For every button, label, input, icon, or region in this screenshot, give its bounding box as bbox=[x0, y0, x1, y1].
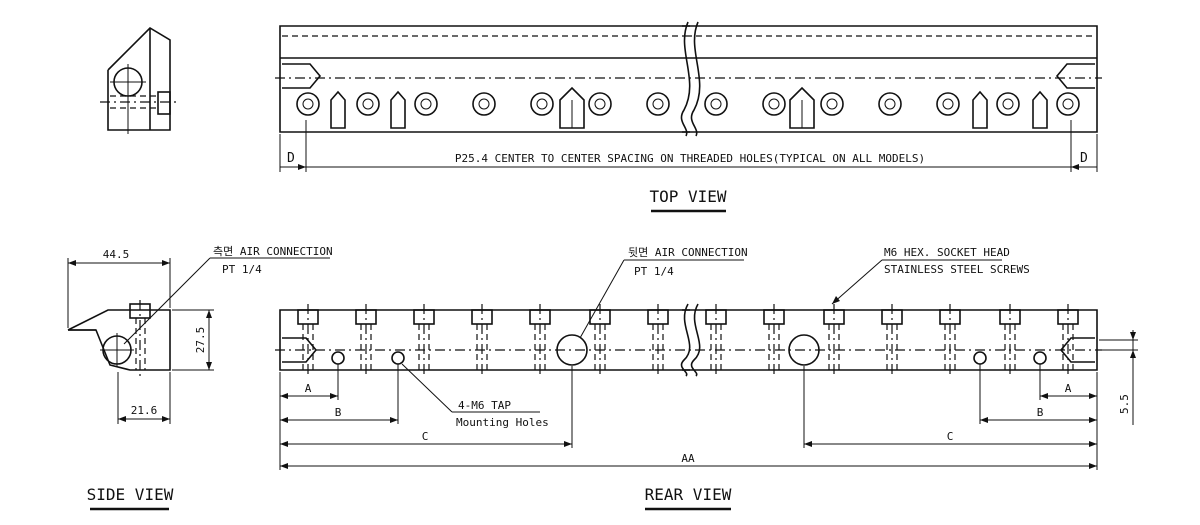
mounting-pin bbox=[1032, 90, 1048, 129]
side-dim-bottom: 21.6 bbox=[131, 404, 158, 417]
threaded-holes-row bbox=[296, 90, 1080, 129]
threaded-hole-inner bbox=[884, 98, 896, 110]
threaded-hole bbox=[296, 92, 320, 116]
threaded-hole-inner bbox=[302, 98, 314, 110]
threaded-hole-inner bbox=[710, 98, 722, 110]
threaded-hole bbox=[878, 92, 902, 116]
threaded-hole-inner bbox=[478, 98, 490, 110]
side-view-title: SIDE VIEW bbox=[87, 485, 174, 504]
threaded-hole-inner bbox=[1002, 98, 1014, 110]
rear-dim-b-right: B bbox=[1037, 406, 1044, 419]
threaded-hole bbox=[646, 92, 670, 116]
tap-spec-line2: Mounting Holes bbox=[456, 416, 549, 429]
screw-spec-line2: STAINLESS STEEL SCREWS bbox=[884, 263, 1030, 276]
rear-dim-total: AA bbox=[681, 452, 695, 465]
rear-dim-c-left: C bbox=[422, 430, 429, 443]
rear-dim-side: 5.5 bbox=[1118, 394, 1131, 414]
threaded-hole-inner bbox=[652, 98, 664, 110]
side-air-label: 측면 AIR CONNECTION bbox=[213, 245, 333, 258]
end-view-small bbox=[100, 26, 176, 134]
threaded-hole-inner bbox=[826, 98, 838, 110]
rear-view-title: REAR VIEW bbox=[645, 485, 732, 504]
side-dim-height: 27.5 bbox=[194, 327, 207, 354]
rear-air-size: PT 1/4 bbox=[634, 265, 674, 278]
tap-spec-line1: 4-M6 TAP bbox=[458, 399, 511, 412]
spacing-note: P25.4 CENTER TO CENTER SPACING ON THREAD… bbox=[455, 152, 925, 165]
top-view: D D P25.4 CENTER TO CENTER SPACING ON TH… bbox=[275, 21, 1102, 172]
threaded-hole-inner bbox=[420, 98, 432, 110]
threaded-hole bbox=[588, 92, 612, 116]
rear-air-label: 뒷면 AIR CONNECTION bbox=[628, 246, 748, 259]
threaded-hole-inner bbox=[594, 98, 606, 110]
threaded-hole bbox=[472, 92, 496, 116]
top-dim-d-right: D bbox=[1080, 151, 1088, 166]
top-view-title: TOP VIEW bbox=[649, 187, 726, 206]
screw-spec-line1: M6 HEX. SOCKET HEAD bbox=[884, 246, 1010, 259]
threaded-hole bbox=[762, 92, 786, 116]
rear-dim-a-left: A bbox=[305, 382, 312, 395]
threaded-hole bbox=[356, 92, 380, 116]
mounting-pin bbox=[330, 90, 346, 129]
rear-view: 5.5 A B C A B C bbox=[275, 246, 1138, 470]
threaded-hole-inner bbox=[1062, 98, 1074, 110]
rear-dim-a-right: A bbox=[1065, 382, 1072, 395]
threaded-hole-inner bbox=[768, 98, 780, 110]
threaded-hole bbox=[936, 92, 960, 116]
threaded-hole-inner bbox=[536, 98, 548, 110]
hex-socket-screws-row bbox=[297, 304, 1079, 376]
threaded-hole bbox=[820, 92, 844, 116]
side-dim-width: 44.5 bbox=[103, 248, 130, 261]
rear-dim-b-left: B bbox=[335, 406, 342, 419]
rear-dim-c-right: C bbox=[947, 430, 954, 443]
side-air-size: PT 1/4 bbox=[222, 263, 262, 276]
threaded-hole bbox=[704, 92, 728, 116]
threaded-hole bbox=[996, 92, 1020, 116]
side-view: 44.5 27.5 21.6 측면 AIR CONNECTION PT 1/4 bbox=[67, 245, 333, 424]
threaded-hole-inner bbox=[362, 98, 374, 110]
top-dim-d-left: D bbox=[287, 151, 295, 166]
mounting-pin bbox=[972, 90, 988, 129]
threaded-hole bbox=[414, 92, 438, 116]
threaded-hole-inner bbox=[942, 98, 954, 110]
mounting-pin bbox=[390, 90, 406, 129]
threaded-hole bbox=[1056, 92, 1080, 116]
threaded-hole bbox=[530, 92, 554, 116]
